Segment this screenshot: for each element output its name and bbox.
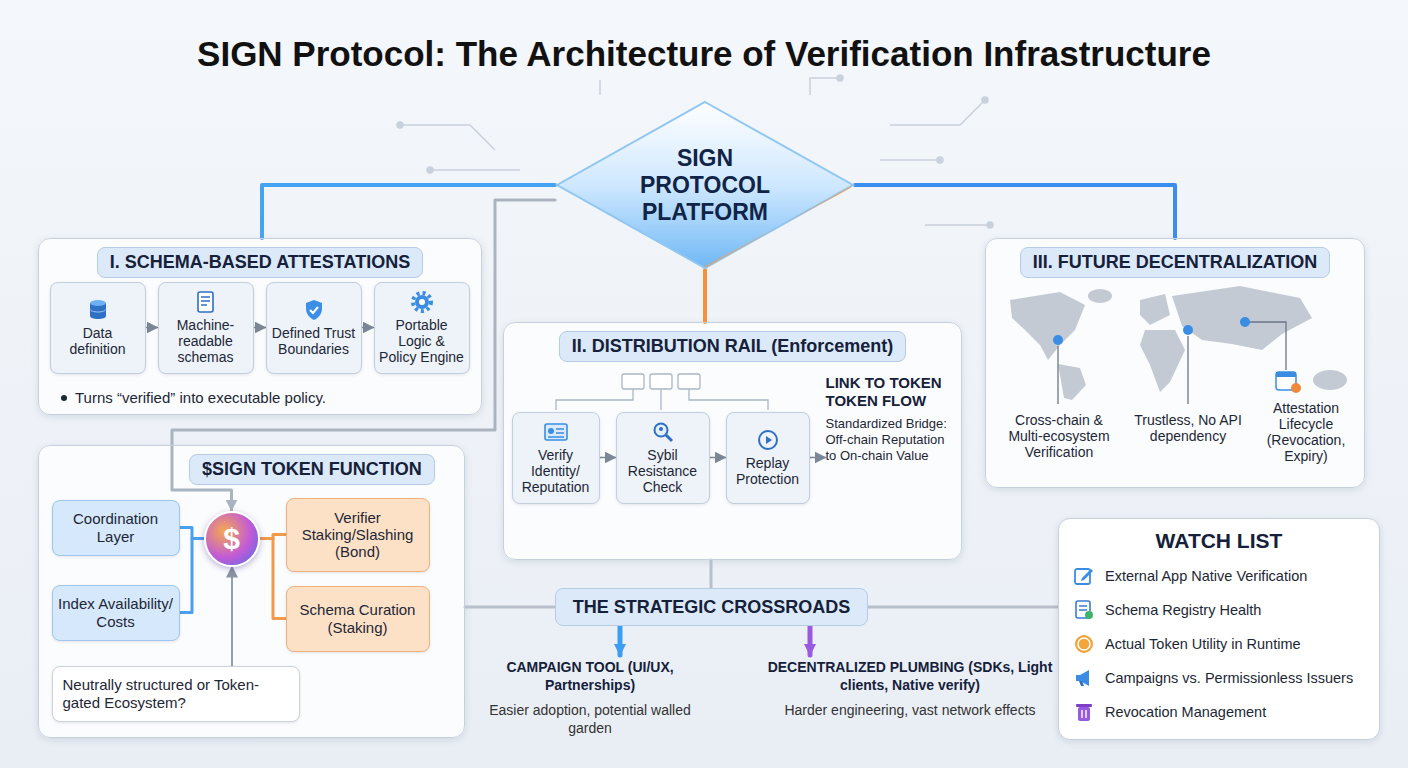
box-text: THE STRATEGIC CROSSROADS (573, 597, 851, 618)
panel-title: III. FUTURE DECENTRALIZATION (1020, 247, 1331, 278)
connector (362, 327, 374, 329)
box-text: Defined Trust Boundaries (271, 325, 357, 357)
function-box: Verifier Staking/Slashing (Bond) (286, 498, 430, 572)
connector (262, 185, 555, 238)
watch-text: Revocation Management (1105, 704, 1266, 720)
link-block: LINK TO TOKEN TOKEN FLOW Standardized Bri… (826, 374, 956, 465)
box-icon (651, 420, 675, 444)
box-icon (194, 290, 218, 314)
box-text: $ (223, 522, 240, 556)
connector (254, 327, 266, 329)
watch-title: WATCH LIST (1073, 529, 1365, 553)
watch-list: WATCH LIST External App Native Verificati… (1058, 518, 1380, 740)
watch-text: Actual Token Utility in Runtime (1105, 636, 1301, 652)
bullet-dot (61, 395, 67, 401)
box-icon (543, 420, 569, 444)
world-map (1010, 286, 1347, 400)
connector (146, 327, 158, 329)
box-text: Data definition (55, 325, 141, 357)
box-text: Schema Curation (Staking) (291, 601, 425, 636)
bullet-dot-shape (61, 395, 67, 401)
option-block: DECENTRALIZED PLUMBING (SDKs, Light clie… (760, 655, 1060, 720)
connector (180, 539, 204, 613)
box-text: Verifier Staking/Slashing (Bond) (291, 509, 425, 561)
section-panel: I. SCHEMA-BASED ATTESTATIONS Turns “verif… (38, 238, 482, 415)
section-panel: $SIGN TOKEN FUNCTION Coordination LayerIn… (38, 445, 465, 738)
function-box: Index Availability/ Costs (52, 585, 180, 641)
question-box: Neutrally structured or Token-gated Ecos… (52, 666, 300, 722)
bullet-text: Turns “verified” into executable policy. (75, 389, 326, 406)
option-body: Easier adoption, potential walled garden (470, 702, 710, 737)
watch-text: Campaigns vs. Permissionless Issuers (1105, 670, 1353, 686)
process-box: Portable Logic & Policy Engine (374, 282, 470, 374)
watch-item: Campaigns vs. Permissionless Issuers (1073, 661, 1365, 695)
watch-item: Actual Token Utility in Runtime (1073, 627, 1365, 661)
process-box: Sybil Resistance Check (616, 412, 710, 504)
map-pins (1053, 317, 1301, 393)
process-box: Defined Trust Boundaries (266, 282, 362, 374)
connector (808, 626, 813, 655)
panel-title: I. SCHEMA-BASED ATTESTATIONS (97, 247, 423, 278)
connector (710, 560, 713, 588)
block-body: Standardized Bridge: Off-chain Reputatio… (826, 416, 956, 465)
process-box: Data definition (50, 282, 146, 374)
box-icon (86, 298, 110, 322)
box-text: Machine-readable schemas (163, 317, 249, 365)
map-label: Trustless, No API dependency (1128, 412, 1248, 444)
connector (703, 270, 707, 322)
box-text: Replay Protection (731, 455, 805, 487)
diagram-title: SIGN Protocol: The Architecture of Verif… (0, 34, 1408, 74)
connector (465, 606, 555, 609)
function-box: Coordination Layer (52, 500, 180, 556)
watch-text: External App Native Verification (1105, 568, 1307, 584)
connector (231, 567, 233, 666)
map-label: Cross-chain & Multi-ecosystem Verificati… (998, 412, 1120, 460)
option-heading: DECENTRALIZED PLUMBING (SDKs, Light clie… (760, 655, 1060, 694)
watch-item: External App Native Verification (1073, 559, 1365, 593)
box-text: Index Availability/ Costs (57, 595, 175, 630)
box-text: SIGN PROTOCOL PLATFORM (620, 145, 790, 226)
watch-text: Schema Registry Health (1105, 602, 1261, 618)
watch-item: Schema Registry Health (1073, 593, 1365, 627)
section-panel: II. DISTRIBUTION RAIL (Enforcement) Verif… (503, 322, 962, 560)
option-heading: CAMPAIGN TOOL (UI/UX, Partnerships) (470, 655, 710, 694)
panel-title: II. DISTRIBUTION RAIL (Enforcement) (559, 331, 907, 362)
process-box: Replay Protection (726, 412, 810, 504)
panel-title: $SIGN TOKEN FUNCTION (189, 454, 435, 485)
function-box: Schema Curation (Staking) (286, 586, 430, 652)
process-box: Verify Identity/ Reputation (512, 412, 600, 504)
circuit-lines (397, 75, 993, 228)
process-box: Machine-readable schemas (158, 282, 254, 374)
connector (618, 626, 623, 655)
crossroads-pill: THE STRATEGIC CROSSROADS (555, 588, 868, 626)
connector (710, 457, 726, 459)
connector (810, 457, 826, 459)
box-text: Coordination Layer (57, 510, 175, 545)
box-text: Sybil Resistance Check (621, 447, 705, 495)
connector (855, 185, 1175, 238)
box-icon (756, 428, 780, 452)
map-leaders (1058, 322, 1286, 404)
box-text: Neutrally structured or Token-gated Ecos… (63, 676, 289, 711)
connector (180, 528, 204, 539)
box-icon (410, 290, 434, 314)
option-body: Harder engineering, vast network effects (760, 702, 1060, 720)
box-text: Verify Identity/ Reputation (517, 447, 595, 495)
option-block: CAMPAIGN TOOL (UI/UX, Partnerships) Easie… (470, 655, 710, 737)
map-label: Attestation Lifecycle (Revocation, Expir… (1250, 400, 1362, 464)
connector (868, 606, 1058, 609)
bullet-row: Turns “verified” into executable policy. (61, 389, 326, 406)
monitor-icons (556, 374, 768, 410)
box-icon (302, 298, 326, 322)
connector (260, 539, 286, 619)
box-text: Portable Logic & Policy Engine (379, 317, 465, 365)
token-circle: $ (204, 511, 260, 567)
platform-diamond: SIGN PROTOCOL PLATFORM (555, 100, 855, 270)
watch-item: Revocation Management (1073, 695, 1365, 729)
block-heading: LINK TO TOKEN TOKEN FLOW (826, 374, 956, 410)
connector (600, 457, 616, 459)
